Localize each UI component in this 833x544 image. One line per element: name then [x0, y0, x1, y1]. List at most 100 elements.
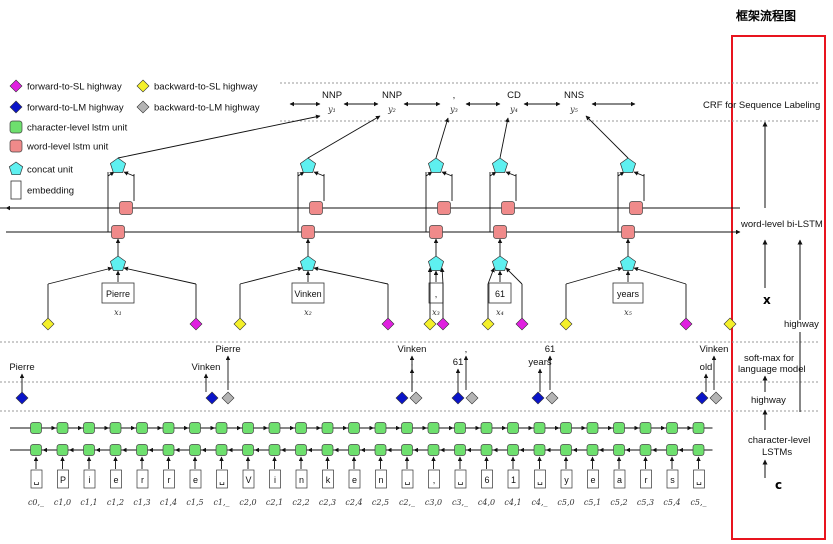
char-index-label: c5,1 [584, 498, 601, 507]
lm-forward-label: Pierre [9, 362, 34, 373]
char-embedding-box [57, 469, 69, 489]
char-embedding-box [481, 469, 493, 489]
char-value: ␣ [405, 475, 411, 486]
forward-to-sl-highway-icon [436, 317, 450, 331]
connector [505, 267, 523, 285]
char-lstm-backward-cell [189, 444, 201, 456]
char-embedding-box [83, 469, 96, 489]
char-embedding-box [110, 469, 122, 489]
tag-label: CD [507, 90, 521, 101]
char-lstm-backward-cell [480, 444, 493, 456]
char-lstm-forward-cell [427, 422, 440, 434]
highlight-frame [731, 35, 826, 540]
backward-to-sl-highway-icon [723, 317, 737, 331]
word-value: years [617, 289, 640, 299]
char-lstm-forward-cell [83, 422, 95, 434]
softmax-label-line2: language model [738, 364, 806, 375]
concat-unit-upper [427, 157, 445, 173]
char-lstm-forward-cell [56, 422, 69, 434]
char-lstm-forward-cell [586, 422, 599, 434]
word-value: Vinken [294, 289, 321, 299]
connector [313, 266, 389, 285]
lm-forward-label: Vinken [192, 362, 221, 373]
char-lstm-forward-cell [189, 422, 201, 434]
word-x-label: x₅ [624, 308, 633, 317]
highway-top-label: highway [784, 319, 819, 330]
forward-to-sl-highway-icon [189, 317, 203, 331]
char-value: r [645, 475, 648, 485]
legend-7-swatch-icon [10, 180, 22, 200]
char-value: ␣ [458, 475, 464, 486]
forward-to-lm-highway-icon [531, 391, 545, 405]
word-lstm-backward-cell [119, 201, 133, 215]
legend-7-label: embedding [27, 186, 74, 197]
char-embedding-box [613, 469, 626, 489]
word-lstm-forward-cell [111, 225, 125, 239]
char-lstm-backward-cell [136, 444, 148, 456]
forward-to-lm-highway-icon [695, 391, 709, 405]
char-value: , [433, 475, 436, 485]
word-lstm-backward-cell [309, 201, 323, 215]
word-x-label: x₁ [114, 308, 122, 317]
char-lstm-backward-cell [666, 444, 678, 456]
char-embedding-box [640, 469, 652, 489]
tag-y-label: y₃ [449, 105, 458, 114]
char-embedding-box [295, 469, 308, 489]
char-embedding-box [401, 469, 414, 489]
char-value: e [113, 475, 118, 485]
legend-0-swatch-icon [9, 79, 23, 93]
char-lstm-backward-cell [560, 444, 572, 456]
lm-backward-label: Vinken [700, 344, 729, 355]
char-lstm-backward-cell [83, 444, 95, 456]
char-index-label: c5,0 [557, 498, 574, 507]
concat-unit-upper [619, 157, 637, 173]
char-lstm-forward-cell [295, 422, 307, 434]
word-lstm-forward-cell [621, 225, 635, 239]
char-lstm-label-line2: LSTMs [762, 447, 792, 458]
char-embedding-box [322, 469, 334, 489]
c-label: c [775, 478, 782, 492]
char-embedding-box [216, 469, 228, 489]
backward-to-lm-highway-icon [465, 391, 479, 405]
tag-label: , [453, 90, 456, 101]
char-index-label: c2,4 [345, 498, 362, 507]
connector [123, 171, 135, 177]
char-embedding-box [587, 469, 599, 489]
legend-5-label: word-level lstm unit [26, 142, 109, 153]
backward-to-lm-highway-icon [221, 391, 235, 405]
backward-to-lm-highway-icon [409, 391, 423, 405]
connector [633, 171, 645, 177]
tag-label: NNS [564, 90, 584, 101]
char-lstm-forward-cell [666, 422, 678, 434]
tag-y-label: y₂ [387, 105, 396, 114]
char-index-label: c1,3 [133, 498, 150, 507]
char-embedding-box [136, 469, 149, 489]
legend-1-label: backward-to-SL highway [154, 82, 258, 93]
char-lstm-forward-cell [242, 422, 254, 434]
connector [585, 115, 629, 159]
legend-2-swatch-icon [9, 100, 23, 114]
char-value: k [326, 475, 331, 485]
char-index-label: c2,3 [319, 498, 336, 507]
word-lstm-forward-cell [429, 225, 443, 239]
word-embedding-box [612, 282, 644, 304]
char-index-label: c1,_ [213, 498, 229, 507]
char-lstm-forward-cell [692, 422, 705, 434]
char-value: r [141, 475, 144, 485]
char-lstm-backward-cell [533, 444, 546, 456]
connector [441, 171, 453, 177]
char-value: n [299, 475, 304, 485]
char-lstm-forward-cell [639, 422, 652, 434]
char-lstm-forward-cell [374, 422, 387, 434]
forward-to-lm-highway-icon [205, 391, 219, 405]
char-lstm-forward-cell [507, 422, 519, 434]
concat-unit-lower [427, 255, 445, 271]
backward-to-sl-highway-icon [233, 317, 247, 331]
char-index-label: c1,1 [80, 498, 97, 507]
word-x-label: x₂ [304, 308, 312, 317]
lm-backward-label: , [465, 344, 468, 355]
char-embedding-box [693, 469, 705, 489]
char-index-label: c5,_ [690, 498, 706, 507]
char-lstm-backward-cell [401, 444, 413, 456]
